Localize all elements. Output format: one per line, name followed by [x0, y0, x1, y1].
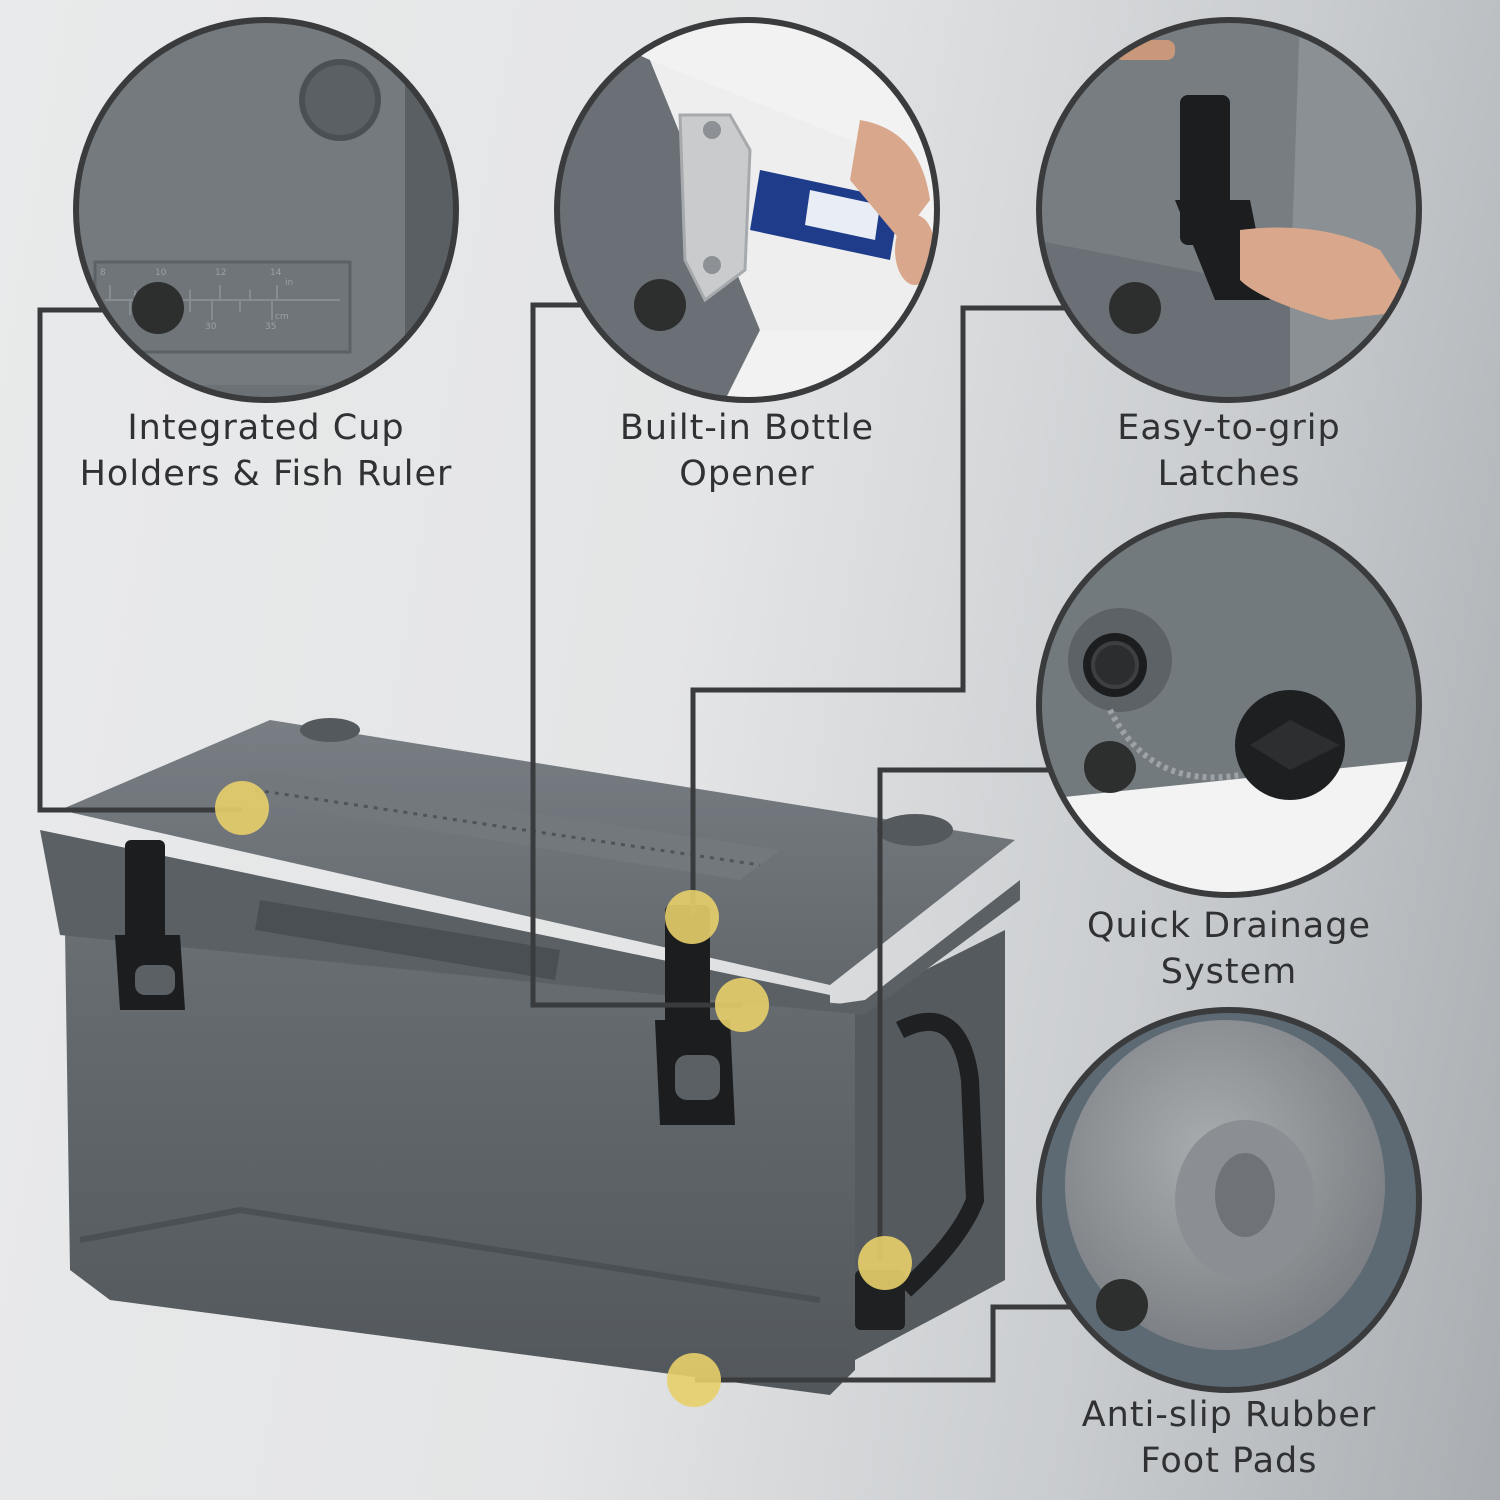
cooler-product-image: [40, 718, 1020, 1395]
marker-drain: [858, 1236, 912, 1290]
marker-bottle-opener: [715, 978, 769, 1032]
callout-dot-foot-pad: [1096, 1279, 1148, 1331]
foot-pad-closeup: [1039, 1010, 1419, 1390]
bottle-opener-closeup: [557, 20, 937, 400]
caption-line: Holders & Fish Ruler: [79, 454, 453, 494]
marker-cup-holder: [215, 781, 269, 835]
callout-dot-bottle-opener: [634, 279, 686, 331]
marker-latch: [665, 890, 719, 944]
caption-line: Quick Drainage: [1087, 906, 1371, 946]
caption-foot-pads: Anti-slip Rubber Foot Pads: [1029, 1392, 1429, 1484]
latch-closeup: [1039, 20, 1419, 400]
callout-dot-latch: [1109, 282, 1161, 334]
caption-line: Integrated Cup: [127, 408, 405, 448]
callout-dot-cup-holder: [132, 282, 184, 334]
callout-dots: [132, 279, 1161, 1331]
product-markers: [215, 781, 912, 1407]
caption-line: Easy-to-grip: [1117, 408, 1341, 448]
caption-line: Latches: [1157, 454, 1301, 494]
cup-holder-ruler-closeup: [76, 20, 456, 400]
caption-line: System: [1160, 952, 1298, 992]
caption-line: Anti-slip Rubber: [1081, 1395, 1377, 1435]
caption-line: Opener: [679, 454, 815, 494]
caption-bottle-opener: Built-in Bottle Opener: [547, 405, 947, 497]
drain-plug-closeup: [1039, 515, 1419, 895]
marker-foot-pad: [667, 1353, 721, 1407]
caption-line: Foot Pads: [1140, 1441, 1318, 1481]
closeup-frames: [73, 17, 1422, 1393]
ruler-cm-labels: 30 35 cm: [205, 312, 289, 332]
caption-line: Built-in Bottle: [619, 408, 875, 448]
callout-dot-drain: [1084, 741, 1136, 793]
caption-cup-holders: Integrated Cup Holders & Fish Ruler: [56, 405, 476, 497]
caption-drainage: Quick Drainage System: [1029, 903, 1429, 995]
caption-latches: Easy-to-grip Latches: [1029, 405, 1429, 497]
ruler-inch-labels: 8 10 12 14 in: [100, 268, 294, 288]
